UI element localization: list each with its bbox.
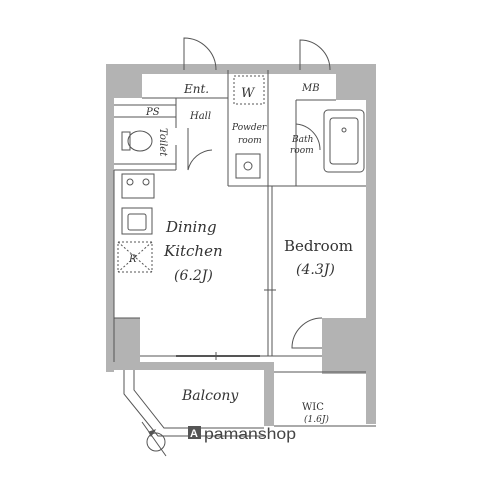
- label-bedroom: Bedroom: [284, 237, 353, 255]
- toilet-icon: [127, 130, 153, 152]
- label-powder-room-2: room: [238, 136, 262, 146]
- label-washer: W: [241, 86, 256, 101]
- sink-icon: [235, 153, 261, 179]
- room-labels: Ent. W MB PS Hall Powder room Bath room …: [128, 82, 353, 425]
- compass-icon: [141, 421, 167, 457]
- label-pipe-space: PS: [145, 107, 160, 118]
- stove-icon: [121, 173, 155, 199]
- kitchen-sink-icon: [121, 207, 153, 235]
- balcony-outline: [123, 352, 264, 437]
- structural-walls: [106, 64, 376, 426]
- apamanshop-logo-icon: [188, 426, 201, 439]
- label-kitchen: Kitchen: [163, 242, 223, 260]
- label-powder-room-1: Powder: [231, 123, 267, 133]
- label-wic-size: (1.6J): [304, 414, 329, 425]
- label-dining: Dining: [165, 218, 217, 236]
- interior-walls: [113, 70, 376, 427]
- label-toilet: Toilet: [157, 128, 168, 157]
- label-bath-1: Bath: [291, 135, 313, 145]
- fixtures: [117, 75, 365, 291]
- logo-name: pamanshop: [204, 426, 296, 443]
- label-fridge: R: [128, 254, 137, 265]
- fridge-space: [117, 241, 153, 273]
- label-entrance: Ent.: [183, 82, 209, 96]
- doors: [183, 37, 331, 349]
- bathtub-icon: [323, 109, 365, 173]
- washer-pan: [233, 75, 265, 105]
- logo-prefix: A: [190, 428, 198, 440]
- label-meter-box: MB: [301, 83, 320, 94]
- label-wic: WIC: [302, 402, 324, 413]
- label-bedroom-size: (4.3J): [296, 262, 335, 278]
- label-bath-2: room: [290, 146, 314, 156]
- apamanshop-logo: A pamanshop: [188, 426, 296, 443]
- label-balcony: Balcony: [181, 388, 239, 404]
- label-dining-size: (6.2J): [174, 268, 213, 284]
- label-hall: Hall: [189, 111, 211, 122]
